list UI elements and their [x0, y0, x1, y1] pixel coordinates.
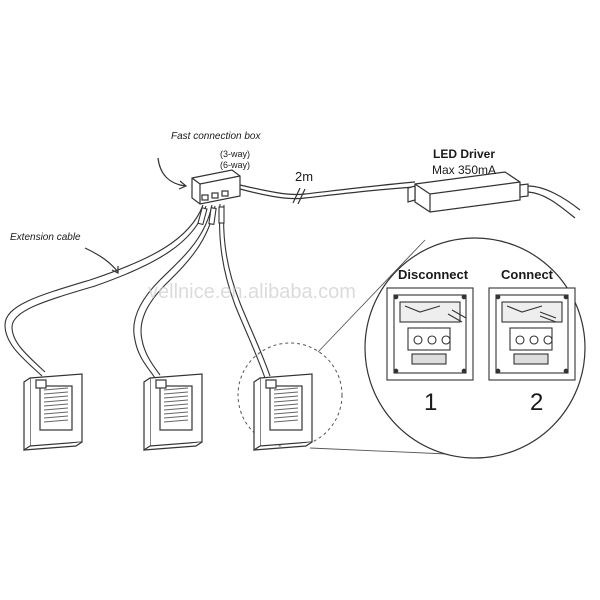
- detail-panel-connect: [488, 287, 576, 381]
- step-light-fixture-3: [253, 373, 313, 452]
- step-2-label: 2: [530, 389, 543, 416]
- disconnect-label: Disconnect: [398, 267, 469, 282]
- led-driver: [407, 171, 581, 219]
- step-1-label: 1: [424, 389, 437, 416]
- step-light-fixture-2: [143, 373, 203, 452]
- cable-length-label: 2m: [295, 169, 313, 184]
- fast-connection-box-label: Fast connection box: [171, 131, 261, 142]
- watermark: vellnice.en.alibaba.com: [148, 281, 356, 303]
- connect-label: Connect: [501, 267, 554, 282]
- way6-label: (6-way): [220, 160, 250, 170]
- led-driver-label: LED Driver: [433, 147, 495, 161]
- detail-highlight-circle: [237, 342, 343, 448]
- fast-connection-box: [191, 169, 241, 205]
- extension-cable-label: Extension cable: [10, 232, 81, 243]
- extension-pointer-arrow: [84, 247, 119, 274]
- way3-label: (3-way): [220, 149, 250, 159]
- main-cable: [239, 181, 416, 205]
- extension-cables: [4, 203, 271, 379]
- box-pointer-arrow: [157, 157, 188, 190]
- max-current-label: Max 350mA: [432, 163, 496, 177]
- step-light-fixture-1: [23, 373, 83, 452]
- detail-panel-disconnect: [386, 287, 474, 381]
